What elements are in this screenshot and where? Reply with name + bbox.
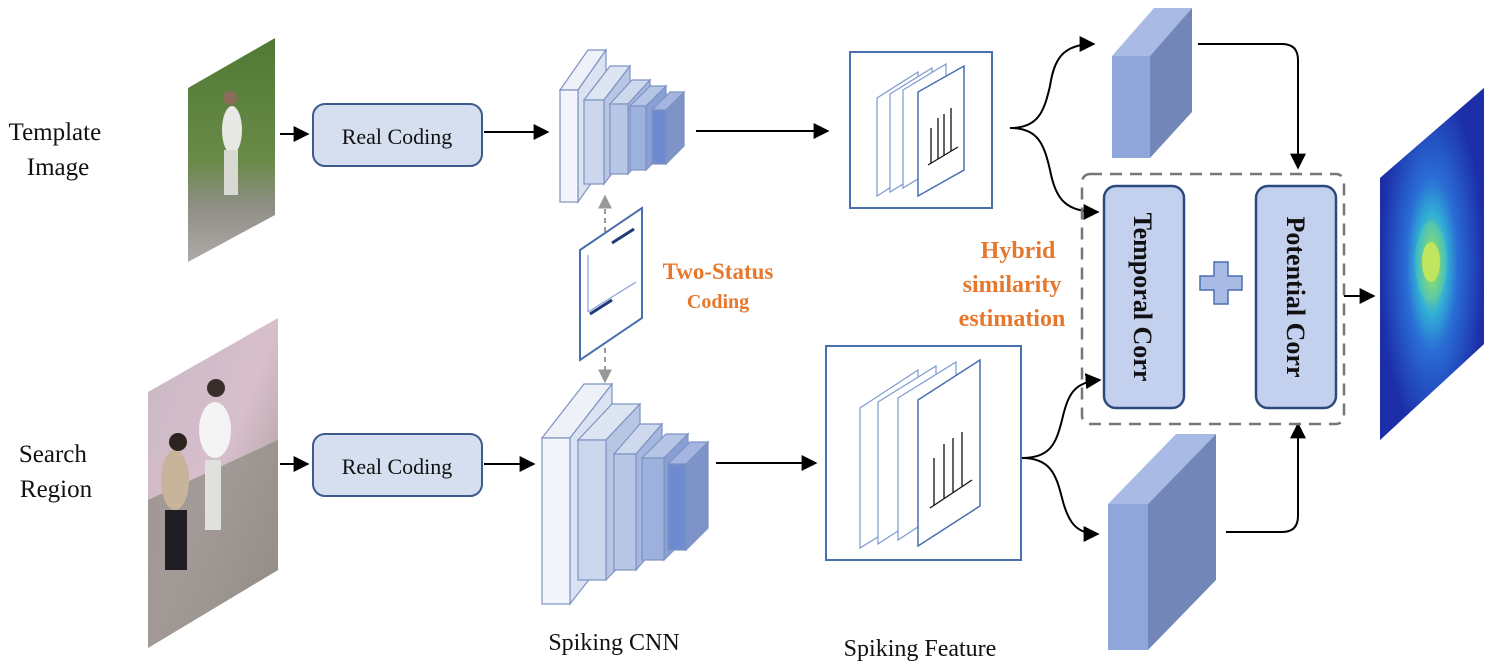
temporal-corr-box: Temporal Corr xyxy=(1102,184,1186,410)
two-status-coding-card xyxy=(579,206,643,362)
real-coding-box-bottom: Real Coding xyxy=(312,433,483,497)
two-status-line2: Coding xyxy=(687,291,749,313)
real-coding-box-top: Real Coding xyxy=(312,103,483,167)
hybrid-line2: similarity xyxy=(963,272,1062,298)
spiking-feature-caption: Spiking Feature xyxy=(844,636,997,662)
search-region-image xyxy=(148,318,278,648)
template-label-line1: Template xyxy=(9,119,102,146)
potential-corr-label: Potential Corr xyxy=(1281,216,1310,377)
feature-block-top xyxy=(1112,8,1192,158)
hybrid-line3: estimation xyxy=(959,306,1066,332)
temporal-corr-label: Temporal Corr xyxy=(1128,213,1157,382)
spiking-feature-bottom xyxy=(825,345,1022,561)
hybrid-line1: Hybrid xyxy=(981,238,1056,264)
template-label: Template Image xyxy=(9,119,108,181)
search-label: Search Region xyxy=(19,441,93,503)
template-label-line2: Image xyxy=(27,154,89,181)
two-status-line1: Two-Status xyxy=(663,259,774,284)
search-label-line2: Region xyxy=(20,476,93,503)
search-label-line1: Search xyxy=(19,441,88,468)
feature-block-bottom xyxy=(1108,434,1216,650)
plus-icon xyxy=(1199,261,1243,305)
spiking-feature-top xyxy=(849,51,993,209)
real-coding-bottom-label: Real Coding xyxy=(342,454,453,479)
hybrid-container xyxy=(1080,172,1346,426)
spiking-cnn-caption: Spiking CNN xyxy=(548,630,679,656)
potential-corr-box: Potential Corr xyxy=(1254,184,1338,410)
spiking-cnn-top xyxy=(558,48,686,204)
response-map xyxy=(1380,88,1484,440)
template-image xyxy=(188,38,275,262)
real-coding-top-label: Real Coding xyxy=(342,124,453,149)
spiking-cnn-bottom xyxy=(540,382,710,606)
